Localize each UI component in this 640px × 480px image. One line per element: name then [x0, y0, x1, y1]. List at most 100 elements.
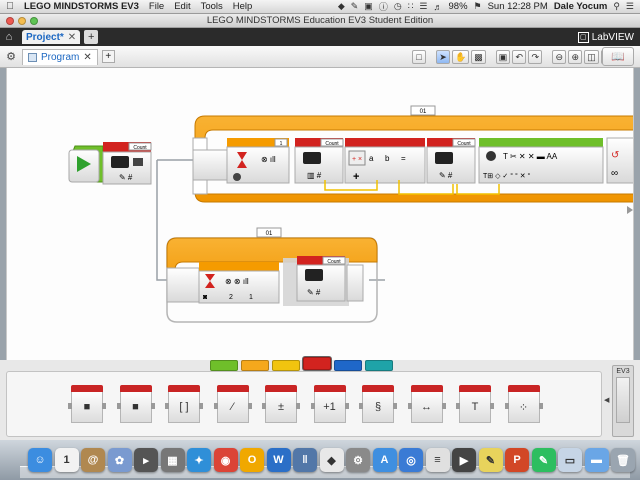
- close-project-icon[interactable]: ✕: [67, 31, 77, 43]
- add-program-button[interactable]: +: [101, 50, 115, 63]
- zoom-in-icon[interactable]: ⊕: [568, 50, 583, 64]
- screenshot-icon[interactable]: ▦: [160, 448, 185, 472]
- menubar-user[interactable]: Dale Yocum: [553, 1, 608, 12]
- display-block[interactable]: T ✂ ✕ ✕ ▬ AA T⊞ ◇ ✓ ° ° ✕ °: [478, 138, 604, 184]
- close-program-icon[interactable]: ✕: [83, 51, 92, 63]
- random-block[interactable]: ⁘: [504, 385, 543, 423]
- variable-block-write[interactable]: Count ✎ #: [426, 138, 476, 184]
- comment-tool-icon[interactable]: ▩: [471, 50, 486, 64]
- notes-icon[interactable]: ≡: [425, 448, 450, 472]
- loop-interrupt-block[interactable]: ↺ ∞: [606, 137, 634, 184]
- zoom-fit-icon[interactable]: ◫: [584, 50, 599, 64]
- content-editor-book-icon[interactable]: 📖: [602, 47, 634, 66]
- wifi-icon[interactable]: ☰: [419, 1, 428, 11]
- powerpoint-icon[interactable]: P: [505, 448, 529, 472]
- appstore-icon[interactable]: A: [372, 448, 397, 472]
- system-prefs-icon[interactable]: ⚙: [346, 448, 370, 472]
- volume-icon[interactable]: ♬: [433, 1, 443, 12]
- preview-icon[interactable]: ▭: [558, 448, 582, 472]
- sequence-plug-in: [165, 403, 169, 409]
- screen-icon[interactable]: ▣: [364, 1, 373, 11]
- constant-block[interactable]: ■: [116, 385, 155, 423]
- tab-sensor-palette[interactable]: [272, 360, 300, 371]
- hardware-page-toggle-icon[interactable]: ◀: [604, 397, 610, 404]
- finder-icon[interactable]: ☺: [28, 448, 52, 472]
- text-block[interactable]: T: [456, 385, 494, 423]
- network-icon[interactable]: ◎: [399, 448, 423, 472]
- menubar-clock[interactable]: Sun 12:28 PM: [487, 1, 548, 12]
- tab-flow-palette[interactable]: [241, 360, 269, 371]
- evernote-icon[interactable]: ✎: [531, 448, 556, 472]
- ev3-icon[interactable]: ◆: [319, 448, 344, 472]
- tab-program[interactable]: Program ✕: [22, 48, 98, 65]
- menu-tools[interactable]: Tools: [200, 1, 223, 12]
- undo-icon[interactable]: ↶: [512, 50, 527, 64]
- comment-icon[interactable]: □: [412, 50, 426, 64]
- photos-icon[interactable]: ✿: [107, 448, 132, 472]
- loop-outer[interactable]: 01: [192, 105, 634, 203]
- menu-help[interactable]: Help: [232, 1, 253, 12]
- menu-file[interactable]: File: [148, 1, 165, 12]
- round-block[interactable]: +1: [310, 385, 349, 423]
- battery-percent[interactable]: 98%: [448, 1, 468, 12]
- zoom-out-icon[interactable]: ⊖: [552, 50, 567, 64]
- contacts-icon[interactable]: @: [81, 448, 105, 472]
- project-properties-icon[interactable]: ⚙: [6, 51, 16, 63]
- math-block[interactable]: ±: [262, 385, 300, 423]
- logic-block[interactable]: ⁄: [213, 385, 252, 423]
- scroll-right-icon[interactable]: [627, 206, 633, 214]
- sequence-plug-in: [504, 403, 509, 409]
- tab-project[interactable]: Project* ✕: [22, 30, 81, 44]
- variable-block-init[interactable]: Count ✎ #: [102, 142, 152, 185]
- tab-advanced-palette[interactable]: [334, 360, 362, 371]
- word-icon[interactable]: W: [266, 448, 291, 472]
- onenote-icon[interactable]: O: [240, 448, 264, 472]
- minimize-window-button[interactable]: [18, 16, 26, 25]
- loop-inner[interactable]: 01: [166, 227, 378, 323]
- time-machine-icon[interactable]: ◷: [393, 1, 402, 11]
- redo-icon[interactable]: ↷: [528, 50, 543, 64]
- range-block[interactable]: ↔: [407, 385, 446, 423]
- hardware-tabs[interactable]: [616, 377, 630, 423]
- chrome-icon[interactable]: ◉: [213, 448, 238, 472]
- variable-block-inner[interactable]: Count ✎ #: [283, 256, 364, 306]
- wait-block-inner[interactable]: ⊗ ⊗ ıll ◙ 2 1: [198, 262, 280, 304]
- zoom-window-button[interactable]: [30, 16, 38, 25]
- bluetooth-icon[interactable]: ∷: [407, 1, 414, 11]
- lobby-home-icon[interactable]: ⌂: [5, 31, 13, 43]
- select-pointer-icon[interactable]: ➤: [436, 50, 450, 64]
- trash-icon[interactable]: 🗑: [611, 448, 635, 472]
- instruments-icon[interactable]: ‖: [293, 448, 317, 472]
- save-icon[interactable]: ▣: [495, 50, 511, 64]
- dropbox-icon[interactable]: ◆: [337, 1, 345, 11]
- close-window-button[interactable]: [6, 16, 14, 25]
- spotlight-icon[interactable]: ⚲: [613, 1, 620, 11]
- wait-block-outer[interactable]: 1 ⊗ ıll: [226, 138, 290, 184]
- variable-block-read[interactable]: Count ▥ #: [294, 138, 344, 184]
- pan-hand-icon[interactable]: ✋: [452, 50, 470, 64]
- info-icon[interactable]: ⓘ: [378, 2, 388, 12]
- program-canvas[interactable]: Count ✎ # 01 1 ⊗ ıll: [6, 68, 634, 360]
- folder-icon[interactable]: ▬: [584, 448, 609, 472]
- calendar-icon[interactable]: 1: [54, 448, 79, 472]
- tab-myblocks-palette[interactable]: [365, 360, 393, 371]
- hardware-page[interactable]: EV3: [612, 365, 634, 437]
- flag-icon[interactable]: ⚑: [473, 1, 482, 11]
- notifications-icon[interactable]: ☰: [625, 1, 634, 11]
- start-block[interactable]: [68, 145, 104, 183]
- array-block[interactable]: [ ]: [165, 385, 203, 423]
- tab-data-palette[interactable]: [303, 357, 331, 370]
- video-icon[interactable]: ▶: [452, 448, 476, 472]
- terminal-icon[interactable]: ▸: [134, 448, 158, 472]
- add-project-button[interactable]: +: [84, 30, 99, 44]
- math-block[interactable]: + × a b = +: [344, 138, 426, 184]
- stickies-icon[interactable]: ✎: [478, 448, 503, 472]
- menu-edit[interactable]: Edit: [174, 1, 191, 12]
- compare-block[interactable]: §: [359, 385, 397, 423]
- apple-icon[interactable]: : [0, 1, 20, 12]
- app-menu[interactable]: LEGO MINDSTORMS EV3: [24, 1, 139, 12]
- tab-action-palette[interactable]: [210, 360, 238, 371]
- safari-icon[interactable]: ✦: [187, 448, 211, 472]
- evernote-status-icon[interactable]: ✎: [350, 1, 359, 11]
- variable-block[interactable]: ■: [68, 385, 106, 423]
